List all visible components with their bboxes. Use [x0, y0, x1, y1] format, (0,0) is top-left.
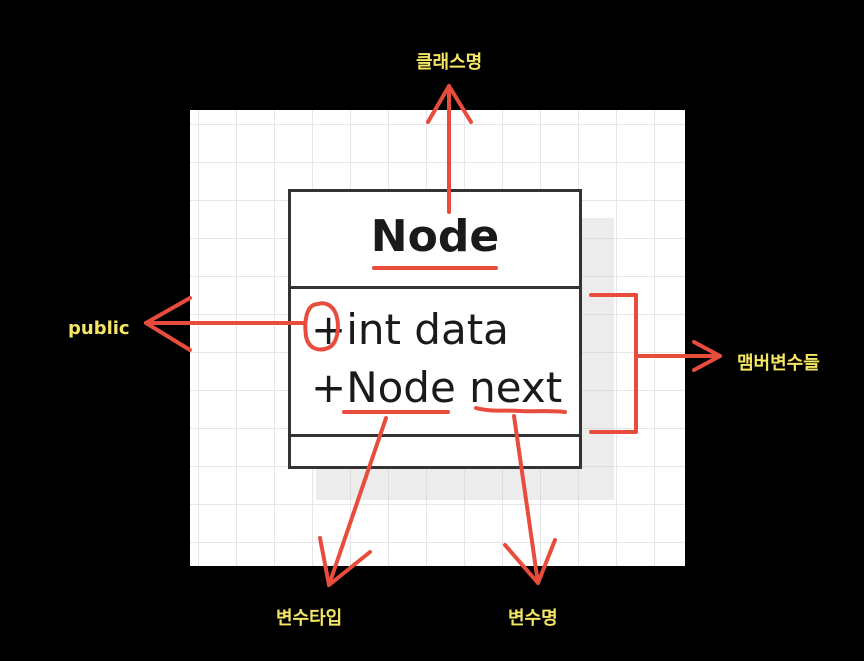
attribute-data: +int data: [311, 305, 509, 354]
members-arrow-head: [692, 340, 722, 372]
public-label: public: [68, 318, 130, 339]
class-name: Node: [370, 210, 500, 262]
uml-class-box: Node +int data +Node next: [288, 189, 582, 469]
members-label: 맴버변수들: [737, 353, 820, 374]
uml-attributes-section: +int data +Node next: [291, 289, 579, 437]
uml-class-header: Node: [291, 192, 579, 289]
var-name-label: 변수명: [508, 608, 558, 629]
public-arrow-head: [144, 296, 192, 352]
type-label: 변수타입: [276, 608, 343, 629]
class-name-label: 클래스명: [416, 52, 483, 73]
attribute-next: +Node next: [311, 363, 563, 412]
